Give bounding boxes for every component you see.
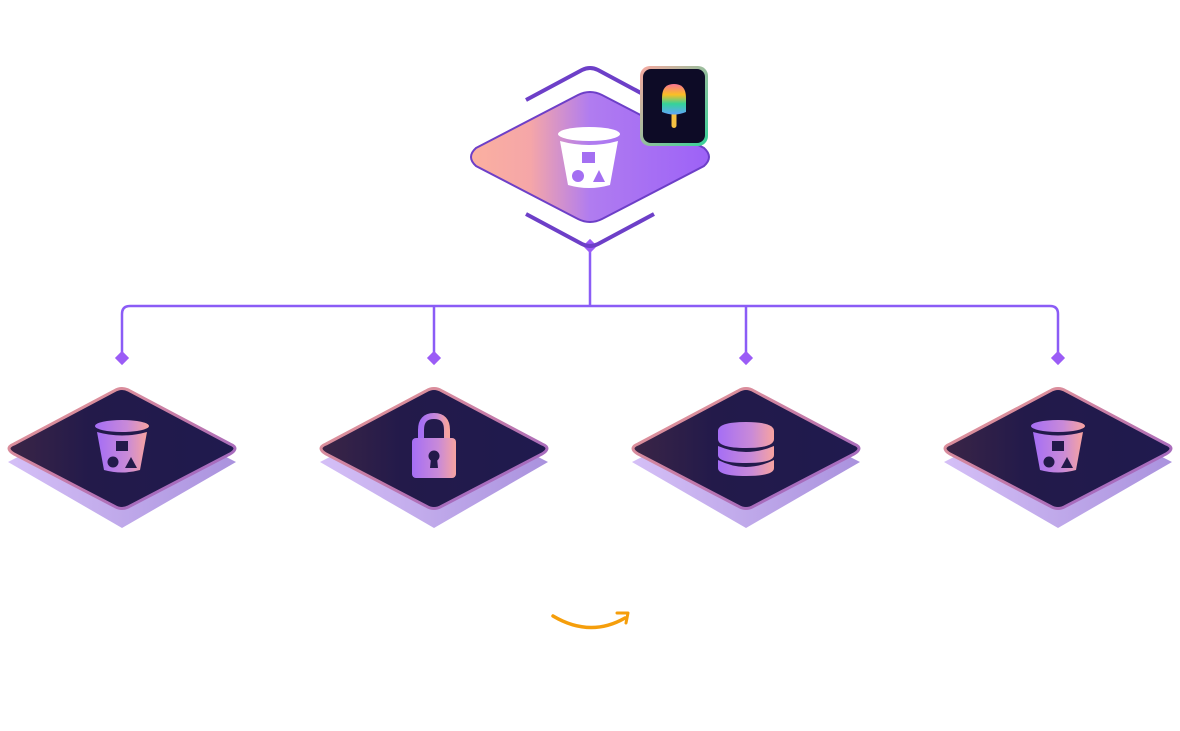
child-diamond [631,387,861,510]
root-node [470,66,710,248]
root-bracket-bottom [525,212,655,248]
connector-dot-4 [1050,350,1066,366]
database-icon [718,422,774,476]
connector-bus [120,304,1060,358]
child-node-4 [943,387,1173,528]
amazon-smile-icon [551,611,630,630]
popsicle-logo-icon [640,66,708,146]
connector-dot-3 [738,350,754,366]
root-bucket-icon [558,127,620,188]
padlock-icon [412,412,456,478]
child-node-3 [631,387,861,528]
child-node-1 [7,387,237,528]
root-bracket-top [525,66,655,102]
bucket-shapes-icon [1031,420,1085,473]
connector-lines [120,246,1060,358]
connector-dot-1 [114,350,130,366]
bucket-shapes-icon [95,420,149,473]
child-node-2 [319,387,549,528]
connector-dot-2 [426,350,442,366]
